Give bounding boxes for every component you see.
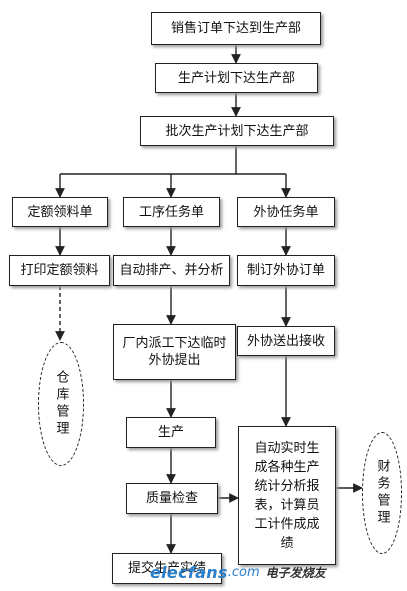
node-outsource-receive: 外协送出接收 xyxy=(237,326,335,356)
node-outsource-task-label: 外协任务单 xyxy=(253,204,319,220)
oval-warehouse: 仓库管理 xyxy=(38,342,84,466)
node-quota-material-label: 定额领料单 xyxy=(27,204,93,220)
node-auto-report-label-3: 统计分析报 xyxy=(254,478,320,494)
node-auto-report-label-2: 成各种生产 xyxy=(254,459,320,475)
node-print-quota: 打印定额领料 xyxy=(9,255,110,286)
oval-finance-label: 财务管理 xyxy=(374,459,390,527)
node-process-task-label: 工序任务单 xyxy=(138,204,204,220)
node-submit-report: 提交生产实绩 xyxy=(112,553,222,584)
node-auto-report-label-6: 绩 xyxy=(280,535,294,551)
node-production-plan-label: 生产计划下达生产部 xyxy=(177,70,295,86)
node-auto-schedule: 自动排产、并分析 xyxy=(113,255,230,286)
node-sales-order: 销售订单下达到生产部 xyxy=(151,12,321,45)
oval-warehouse-label: 仓库管理 xyxy=(53,370,69,438)
node-produce: 生产 xyxy=(126,417,216,448)
node-quota-material: 定额领料单 xyxy=(12,197,108,227)
node-batch-plan-label: 批次生产计划下达生产部 xyxy=(165,123,309,139)
watermark-logo: elecfans xyxy=(150,562,228,582)
node-auto-report-label-1: 自动实时生 xyxy=(254,440,320,456)
node-auto-report: 自动实时生 成各种生产 统计分析报 表，计算员 工计件成成 绩 xyxy=(238,426,336,565)
watermark: elecfans .com 电子发烧友 xyxy=(150,560,405,584)
node-auto-report-label-4: 表，计算员 xyxy=(254,497,320,513)
oval-finance: 财务管理 xyxy=(362,432,402,554)
node-quality-check: 质量检查 xyxy=(126,483,218,514)
node-dispatch-label-1: 厂内派工下达临时 xyxy=(122,336,227,351)
node-dispatch-label-2: 外协提出 xyxy=(148,353,201,368)
node-dispatch: 厂内派工下达临时 外协提出 xyxy=(113,324,236,380)
node-make-outsource-order: 制订外协订单 xyxy=(237,255,335,286)
node-outsource-task: 外协任务单 xyxy=(237,197,335,227)
node-auto-report-label-5: 工计件成成 xyxy=(254,516,320,532)
node-submit-report-label: 提交生产实绩 xyxy=(127,561,206,576)
node-make-outsource-order-label: 制订外协订单 xyxy=(246,263,325,278)
node-production-plan: 生产计划下达生产部 xyxy=(155,63,318,93)
node-sales-order-label: 销售订单下达到生产部 xyxy=(170,21,301,36)
watermark-tld: .com xyxy=(227,564,260,580)
node-batch-plan: 批次生产计划下达生产部 xyxy=(140,116,334,146)
watermark-cn: 电子发烧友 xyxy=(265,565,326,580)
node-quality-check-label: 质量检查 xyxy=(145,491,198,506)
node-process-task: 工序任务单 xyxy=(123,197,220,227)
node-print-quota-label: 打印定额领料 xyxy=(20,263,99,278)
node-produce-label: 生产 xyxy=(157,425,184,440)
node-auto-schedule-label: 自动排产、并分析 xyxy=(119,263,224,278)
node-outsource-receive-label: 外协送出接收 xyxy=(246,333,325,349)
